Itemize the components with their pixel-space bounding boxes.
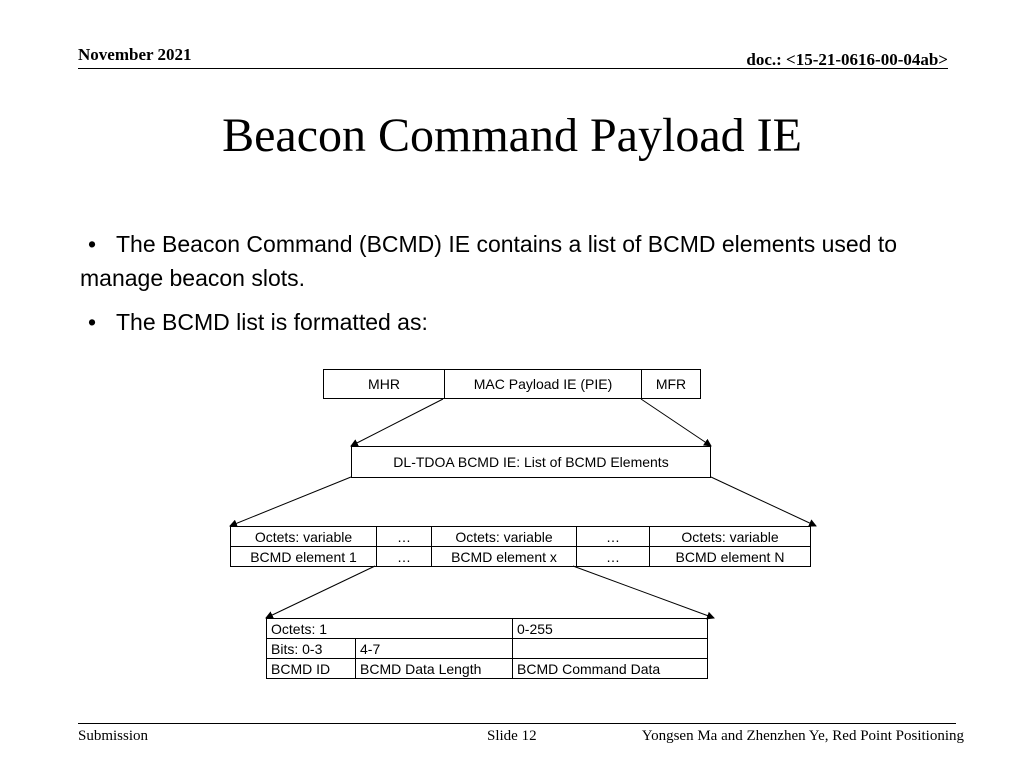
footer-slide-number: Slide 12 — [487, 728, 537, 744]
table-row: BCMD ID BCMD Data Length BCMD Command Da… — [266, 658, 708, 679]
connector-line — [350, 398, 444, 447]
table-cell: Octets: variable — [431, 526, 577, 547]
pie-cell: MAC Payload IE (PIE) — [444, 369, 642, 399]
table-cell: … — [576, 526, 650, 547]
dl-tdoa-cell: DL-TDOA BCMD IE: List of BCMD Elements — [351, 446, 711, 478]
table-cell: … — [376, 526, 432, 547]
table-cell: Octets: 1 — [266, 618, 513, 639]
connector-line — [710, 476, 817, 527]
table-cell: BCMD Data Length — [355, 658, 513, 679]
table-cell: BCMD element x — [431, 546, 577, 567]
footer-authors: Yongsen Ma and Zhenzhen Ye, Red Point Po… — [641, 728, 964, 744]
header-divider — [78, 68, 948, 69]
table-cell — [512, 638, 708, 659]
connector-line — [265, 565, 376, 619]
table-cell: 4-7 — [355, 638, 513, 659]
bullet-glyph: • — [88, 309, 97, 335]
table-cell: … — [376, 546, 432, 567]
bullet-glyph: • — [88, 231, 97, 257]
bcmd-element-structure-table: Octets: 1 0-255 Bits: 0-3 4-7 BCMD ID BC… — [266, 618, 708, 679]
table-cell: BCMD element N — [649, 546, 811, 567]
slide-title: Beacon Command Payload IE — [222, 109, 802, 162]
bullet-text: The Beacon Command (BCMD) IE contains a … — [80, 231, 898, 291]
table-cell: … — [576, 546, 650, 567]
footer-divider — [78, 723, 956, 724]
table-cell: BCMD Command Data — [512, 658, 708, 679]
bullet-item: • The BCMD list is formatted as: — [80, 305, 940, 339]
mhr-cell: MHR — [323, 369, 445, 399]
table-row: Octets: 1 0-255 — [266, 618, 708, 639]
table-cell: 0-255 — [512, 618, 708, 639]
connector-line — [572, 565, 715, 620]
table-cell: Bits: 0-3 — [266, 638, 356, 659]
table-cell: Octets: variable — [230, 526, 377, 547]
table-row: BCMD element 1 … BCMD element x … BCMD e… — [230, 546, 811, 567]
dl-tdoa-bcmd-ie-table: DL-TDOA BCMD IE: List of BCMD Elements — [351, 446, 711, 478]
footer-submission: Submission — [78, 728, 149, 744]
bcmd-elements-table: Octets: variable … Octets: variable … Oc… — [230, 526, 811, 567]
table-row: Octets: variable … Octets: variable … Oc… — [230, 526, 811, 547]
mac-frame-table: MHR MAC Payload IE (PIE) MFR — [323, 369, 701, 399]
bullet-text: The BCMD list is formatted as: — [116, 309, 428, 335]
connector-line — [640, 398, 712, 447]
header-doc-number: doc.: <15-21-0616-00-04ab> — [746, 50, 948, 69]
table-cell: BCMD ID — [266, 658, 356, 679]
connector-line — [229, 476, 352, 528]
table-cell: BCMD element 1 — [230, 546, 377, 567]
table-cell: Octets: variable — [649, 526, 811, 547]
bullet-item: •The Beacon Command (BCMD) IE contains a… — [80, 227, 940, 295]
table-row: Bits: 0-3 4-7 — [266, 638, 708, 659]
mfr-cell: MFR — [641, 369, 701, 399]
header-date: November 2021 — [78, 45, 192, 64]
